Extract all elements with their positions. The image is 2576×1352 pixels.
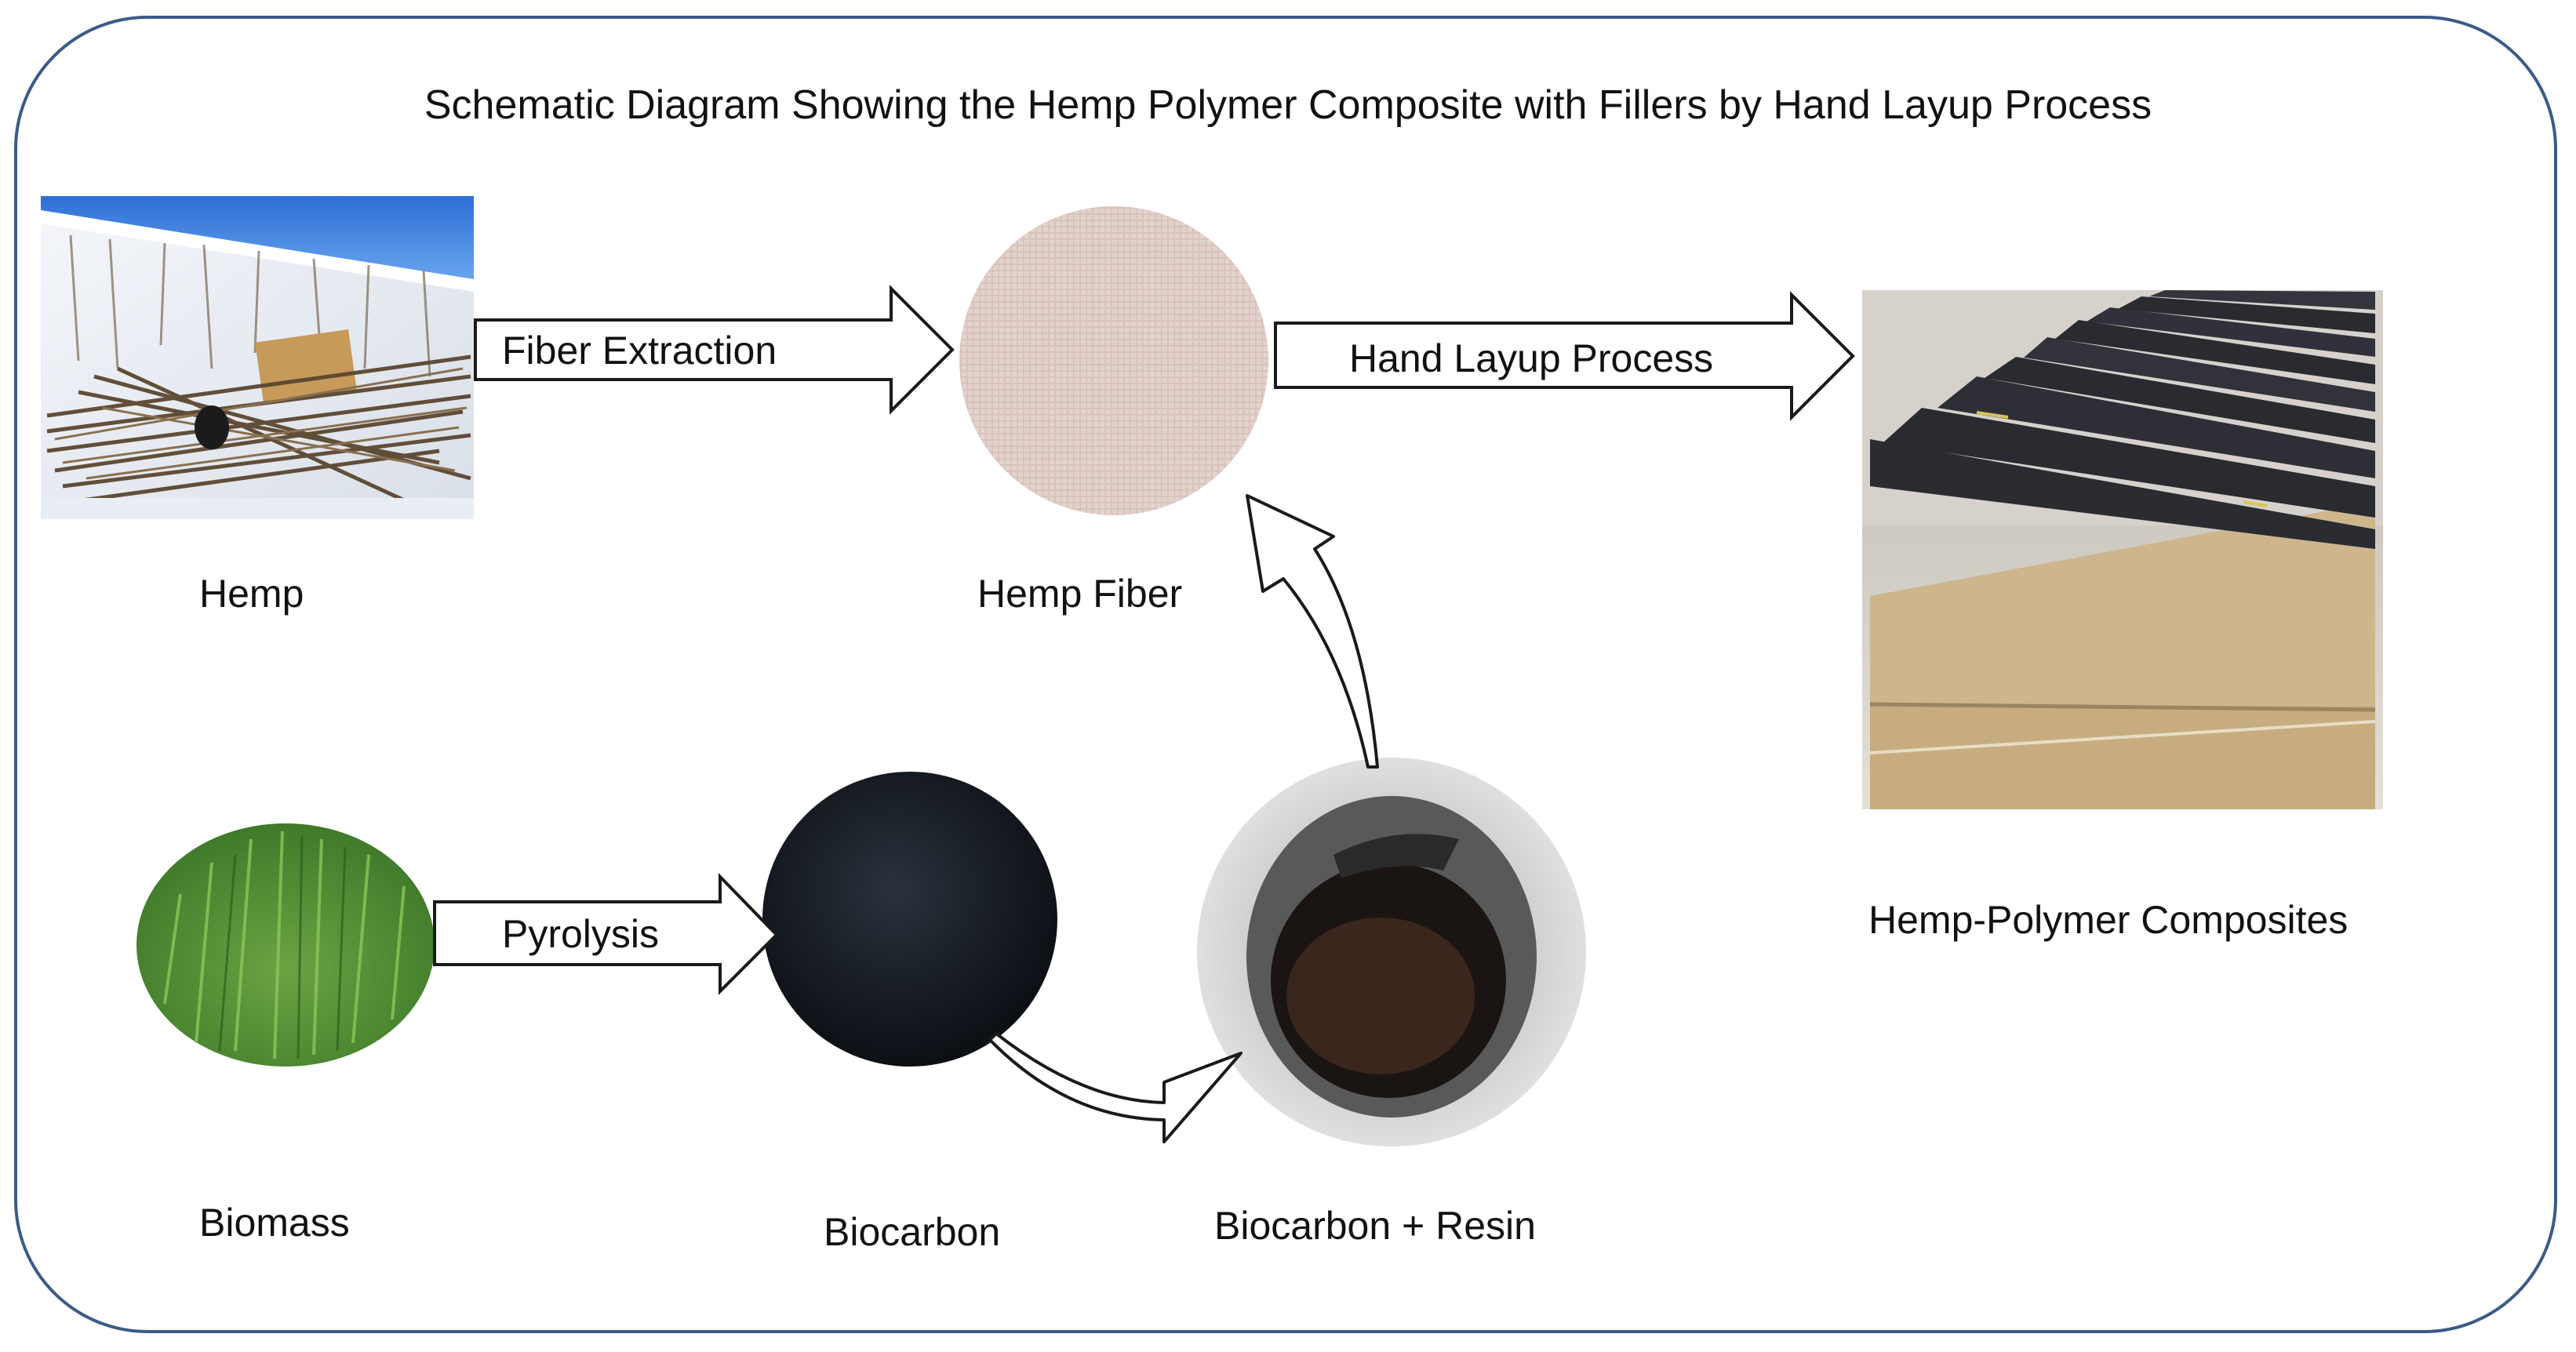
biocarbon-resin-photo	[1197, 758, 1586, 1147]
biocarbon-resin-label: Biocarbon + Resin	[1214, 1204, 1536, 1248]
biomass-photo	[136, 823, 435, 1067]
diagram-title: Schematic Diagram Showing the Hemp Polym…	[424, 82, 2152, 128]
composites-photo	[1862, 290, 2383, 809]
biocarbon-label: Biocarbon	[824, 1210, 1001, 1254]
hand-layup-arrow	[1274, 291, 1855, 421]
biocarbon-to-resin-arrow	[988, 1032, 1243, 1143]
pyrolysis-label: Pyrolysis	[502, 912, 660, 956]
fiber-extraction-label: Fiber Extraction	[502, 329, 777, 373]
hemp-fiber-label: Hemp Fiber	[977, 572, 1183, 616]
biomass-label: Biomass	[199, 1201, 350, 1245]
fiber-extraction-arrow	[474, 285, 955, 415]
hemp-photo	[41, 196, 474, 519]
resin-to-fiber-arrow	[1246, 494, 1379, 769]
hemp-fiber-photo	[959, 206, 1268, 515]
biocarbon-photo	[762, 772, 1057, 1067]
pyrolysis-arrow	[433, 873, 779, 995]
hand-layup-label: Hand Layup Process	[1349, 336, 1714, 380]
composites-label: Hemp-Polymer Composites	[1868, 898, 2349, 942]
diagram-border	[14, 16, 2557, 1333]
hemp-label: Hemp	[199, 572, 304, 616]
